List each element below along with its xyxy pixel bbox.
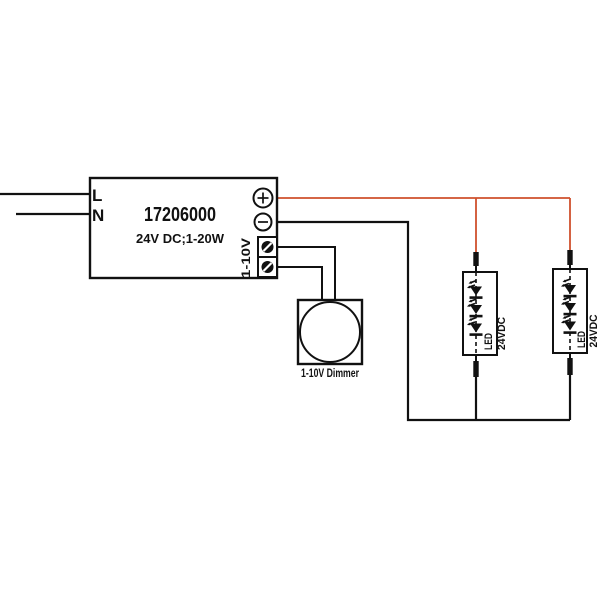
power-rating: 24V DC;1-20W (136, 231, 225, 246)
led-voltage-label: 24VDC (588, 314, 600, 347)
dimmer-knob (299, 301, 361, 363)
screw-terminal-2-icon (257, 256, 278, 278)
led-voltage-label: 24VDC (496, 317, 508, 350)
terminal-n-label: N (92, 206, 104, 225)
led-driver: L N 17206000 24V DC;1-20W 1-10V (88, 176, 279, 280)
led-module-2: LED 24VDC (552, 250, 600, 375)
negative-wire (277, 220, 572, 422)
wire-ferrule (473, 252, 479, 266)
wire-ferrule (567, 358, 573, 375)
led-module-1: LED 24VDC (462, 252, 508, 377)
terminal-l-label: L (92, 186, 102, 205)
dimmer-label: 1-10V Dimmer (301, 366, 359, 380)
minus-terminal-icon (253, 212, 273, 232)
wire-ferrule (567, 250, 573, 265)
positive-wire (277, 197, 571, 253)
model-number: 17206000 (144, 204, 216, 226)
screw-terminal-1-icon (257, 236, 278, 258)
led-label: LED (576, 331, 588, 348)
dimmer: 1-10V Dimmer (296, 298, 364, 380)
led-label: LED (483, 333, 495, 350)
wire-ferrule (473, 361, 479, 377)
dim-terminal-label: 1-10V (239, 238, 253, 278)
dim-signal-wire-1 (277, 246, 336, 300)
driver-outline (88, 176, 279, 280)
led-strip-outline (462, 271, 498, 356)
mains-input-wires (0, 192, 90, 216)
dim-signal-wire-2 (277, 266, 323, 300)
dim-signal-wires (277, 246, 336, 300)
plus-terminal-icon (252, 187, 274, 209)
